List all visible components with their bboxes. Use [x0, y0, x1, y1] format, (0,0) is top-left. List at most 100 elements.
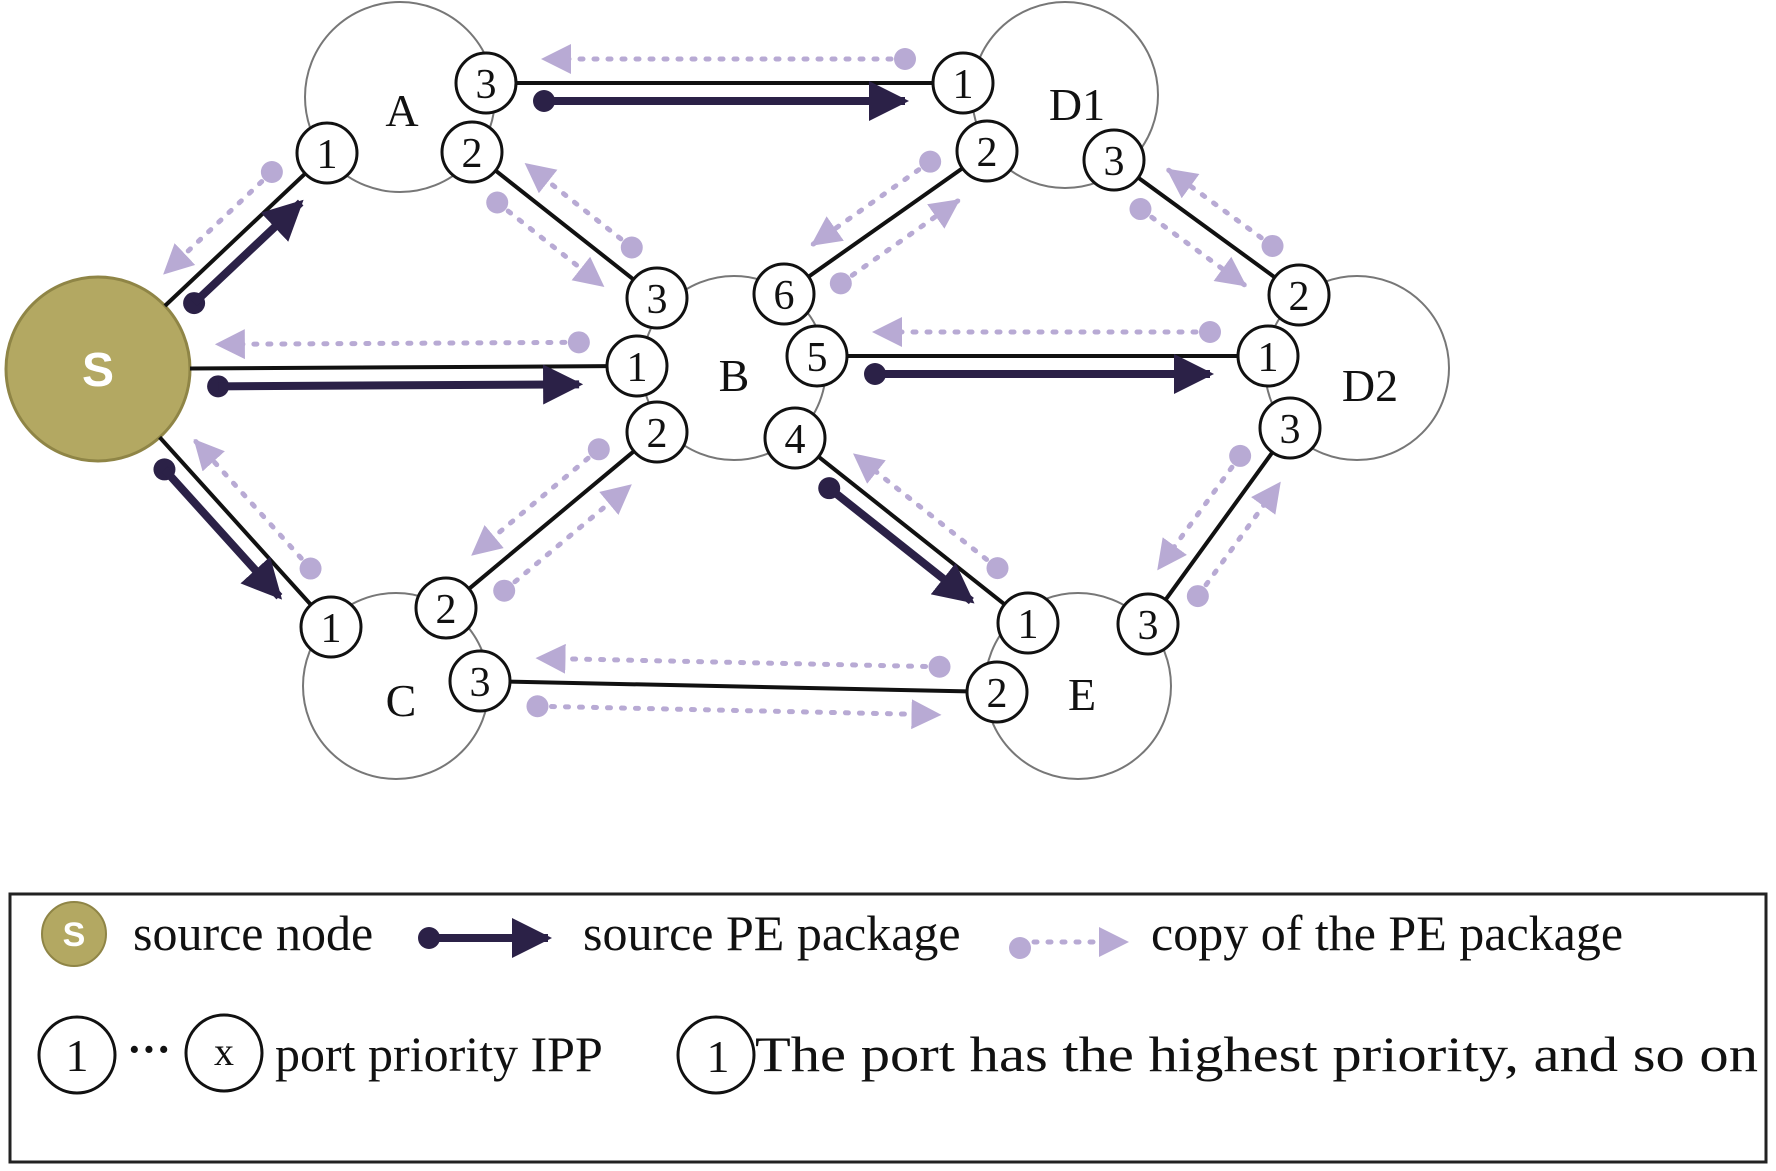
port-label-b3: 3 [647, 277, 668, 323]
port-d1-3 [1082, 128, 1146, 192]
port-label-a3: 3 [476, 62, 497, 108]
copy-packet-arrow-e3-d2-3 [1186, 481, 1282, 608]
legend-port-first-icon [37, 1015, 117, 1095]
port-e2 [965, 660, 1029, 724]
legend-copy-packet-dot [1009, 937, 1031, 959]
source-packet-arrow-a3-d1-1 [533, 81, 909, 121]
port-label-e2: 2 [987, 671, 1008, 717]
port-label-b4: 4 [785, 417, 806, 463]
legend-copy-packet-text: copy of the PE package [1151, 905, 1623, 961]
legend-source-node-icon [41, 901, 107, 967]
source-packet-arrow-b4-e1 [818, 477, 975, 605]
packet-arrows [153, 44, 1284, 730]
source-packet-arrow-s-c1 [153, 458, 283, 600]
copy-packet-arrow-c3-e2-back [535, 643, 951, 678]
node-label-d1: D1 [1049, 79, 1105, 130]
link-b4-e1 [817, 455, 1006, 606]
legend-top-port-label: 1 [707, 1031, 730, 1082]
port-a3 [454, 51, 518, 115]
legend: S source node source PE package copy of … [8, 892, 1768, 1164]
copy-packet-arrow-b2-c2-back [493, 483, 633, 602]
legend-source-packet-text: source PE package [583, 905, 961, 961]
port-d2-2 [1267, 263, 1331, 327]
port-c2 [414, 576, 478, 640]
node-label-e: E [1068, 669, 1096, 720]
port-label-a1: 1 [317, 132, 338, 178]
port-a2 [440, 120, 504, 184]
port-label-b2: 2 [647, 411, 668, 457]
port-b6 [752, 262, 816, 326]
port-e3 [1116, 592, 1180, 656]
link-a2-b3 [494, 169, 635, 281]
node-label-a: A [385, 85, 418, 136]
copy-packet-arrow-d1-3-d2-2 [1129, 198, 1247, 288]
node-label-b: B [719, 350, 750, 401]
port-label-e3: 3 [1138, 603, 1159, 649]
port-b4 [763, 406, 827, 470]
port-label-d1-1: 1 [953, 62, 974, 108]
port-d2-3 [1258, 396, 1322, 460]
copy-packet-arrow-s-b1-back [214, 329, 590, 360]
source-node-s [4, 275, 192, 463]
port-label-b1: 1 [627, 345, 648, 391]
source-node-label: S [82, 344, 114, 397]
port-label-d1-2: 2 [977, 130, 998, 176]
port-label-e1: 1 [1018, 602, 1039, 648]
legend-frame [8, 892, 1768, 1164]
legend-port-priority-text: port priority IPP [275, 1026, 603, 1082]
copy-packet-arrow-c3-e2 [526, 695, 942, 730]
port-d1-1 [931, 51, 995, 115]
port-label-b6: 6 [774, 273, 795, 319]
port-label-c1: 1 [321, 606, 342, 652]
copy-packet-arrow-s-a1-back [162, 161, 283, 276]
port-label-a2: 2 [462, 131, 483, 177]
port-label-d2-2: 2 [1289, 274, 1310, 320]
link-s-b1 [189, 364, 608, 371]
port-b2 [625, 400, 689, 464]
copy-packet-arrow-a2-b3-back [524, 162, 643, 259]
node-label-d2: D2 [1342, 360, 1398, 411]
link-c3-e2 [509, 679, 968, 694]
legend-port-last-icon [184, 1013, 264, 1093]
network-links [158, 81, 1276, 694]
port-b5 [785, 324, 849, 388]
source-packet-arrow-b5-d2-1 [864, 354, 1214, 394]
copy-packet-arrow-d1-3-d2-2-back [1166, 167, 1284, 257]
copy-packet-arrow-b6-d1-2-back [810, 150, 942, 247]
legend-top-port-text: The port has the highest priority, and s… [755, 1026, 1758, 1082]
link-b6-d1-2 [807, 166, 964, 279]
port-label-c3: 3 [470, 660, 491, 706]
port-label-d2-1: 1 [1258, 335, 1279, 381]
copy-packet-arrow-b4-e1-back [852, 452, 1009, 580]
link-s-a1 [163, 172, 307, 308]
legend-port-first-label: 1 [66, 1030, 89, 1081]
link-e3-d2-3 [1163, 451, 1275, 601]
legend-top-port-icon [676, 1015, 756, 1095]
copy-packet-arrow-b6-d1-2 [829, 198, 961, 295]
legend-port-ellipsis: ··· [127, 1025, 171, 1074]
port-a1 [295, 121, 359, 185]
copy-packet-arrow-b5-d2-1-back [872, 317, 1221, 347]
legend-port-last-label: x [214, 1029, 234, 1074]
link-b2-c2 [467, 449, 636, 591]
port-e1 [996, 591, 1060, 655]
source-packet-arrow-s-a1 [183, 199, 304, 315]
copy-packet-arrow-b2-c2 [470, 438, 610, 557]
port-c3 [448, 649, 512, 713]
port-b3 [625, 266, 689, 330]
port-c1 [299, 595, 363, 659]
link-d1-3-d2-2 [1137, 176, 1276, 279]
node-label-c: C [386, 675, 417, 726]
legend-source-node-symbol: S [63, 916, 86, 954]
copy-packet-arrow-e3-d2-3-back [1156, 444, 1252, 571]
copy-packet-arrow-a2-b3 [486, 191, 605, 288]
copy-packet-arrow-s-c1-back [193, 438, 322, 580]
port-b1 [605, 334, 669, 398]
port-d2-1 [1236, 324, 1300, 388]
port-d1-2 [955, 119, 1019, 183]
port-label-d2-3: 3 [1280, 407, 1301, 453]
port-label-c2: 2 [436, 587, 457, 633]
source-packet-arrow-s-b1 [207, 364, 584, 405]
